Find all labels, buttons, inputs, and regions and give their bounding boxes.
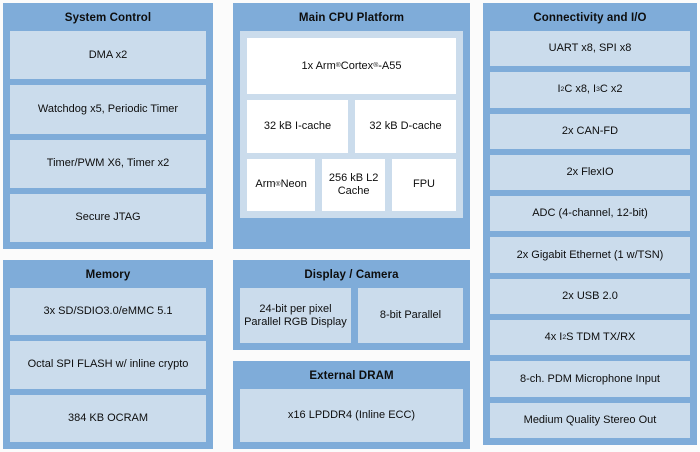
block-gigabit-ethernet: 2x Gigabit Ethernet (1 w/TSN) (490, 237, 690, 273)
block-fpu: FPU (392, 158, 456, 211)
block-can-fd: 2x CAN-FD (490, 113, 690, 149)
cortex-label-middle: Cortex (340, 59, 374, 72)
block-lpddr4: x16 LPDDR4 (Inline ECC) (240, 389, 463, 442)
panel-memory: Memory 3x SD/SDIO3.0/eMMC 5.1 Octal SPI … (3, 260, 213, 449)
block-sd-sdio-emmc: 3x SD/SDIO3.0/eMMC 5.1 (10, 288, 206, 336)
block-octal-spi-flash: Octal SPI FLASH w/ inline crypto (10, 341, 206, 389)
block-8bit-parallel: 8-bit Parallel (357, 288, 463, 343)
cpu-cache-row: 32 kB I-cache 32 kB D-cache (247, 100, 456, 153)
panel-title-system-control: System Control (64, 12, 152, 24)
panel-title-external-dram: External DRAM (309, 370, 394, 382)
spacer-left (3, 249, 213, 260)
block-arm-neon: Arm® Neon (247, 158, 316, 211)
neon-label-prefix: Arm (255, 178, 276, 191)
block-stereo-out: Medium Quality Stereo Out (490, 402, 690, 438)
cortex-label-suffix: -A55 (378, 59, 402, 72)
text-segment: I (557, 83, 561, 96)
cpu-inner-container: 1x Arm® Cortex®-A55 32 kB I-cache 32 kB … (240, 31, 463, 218)
block-usb: 2x USB 2.0 (490, 278, 690, 315)
panel-title-memory: Memory (85, 269, 131, 281)
block-timer-pwm: Timer/PWM X6, Timer x2 (10, 139, 206, 188)
block-ocram: 384 KB OCRAM (10, 394, 206, 442)
block-i-cache: 32 kB I-cache (247, 100, 348, 153)
panel-title-main-cpu-platform: Main CPU Platform (298, 12, 405, 24)
column-middle: Main CPU Platform 1x Arm® Cortex®-A55 32… (233, 3, 470, 449)
text-segment: S TDM TX/RX (566, 331, 636, 344)
block-dma: DMA x2 (10, 31, 206, 80)
spacer-middle-1 (233, 249, 470, 260)
block-adc: ADC (4-channel, 12-bit) (490, 196, 690, 232)
block-flexio: 2x FlexIO (490, 154, 690, 191)
panel-external-dram: External DRAM x16 LPDDR4 (Inline ECC) (233, 361, 470, 449)
cpu-units-row: Arm® Neon 256 kB L2 Cache FPU (247, 158, 456, 211)
cortex-label-prefix: 1x Arm (301, 59, 336, 72)
text-segment: 4x I (544, 331, 563, 344)
block-l2-cache: 256 kB L2 Cache (322, 158, 386, 211)
panel-title-connectivity-io: Connectivity and I/O (533, 12, 647, 24)
panel-system-control: System Control DMA x2 Watchdog x5, Perio… (3, 3, 213, 249)
block-d-cache: 32 kB D-cache (355, 100, 456, 153)
display-camera-items: 24-bit per pixel Parallel RGB Display 8-… (240, 288, 463, 343)
column-left: System Control DMA x2 Watchdog x5, Perio… (3, 3, 213, 449)
panel-display-camera: Display / Camera 24-bit per pixel Parall… (233, 260, 470, 350)
external-dram-items: x16 LPDDR4 (Inline ECC) (240, 389, 463, 442)
spacer-middle-2 (233, 350, 470, 361)
neon-label-suffix: Neon (280, 178, 307, 191)
panel-title-display-camera: Display / Camera (304, 269, 399, 281)
block-secure-jtag: Secure JTAG (10, 193, 206, 242)
system-control-items: DMA x2 Watchdog x5, Periodic Timer Timer… (10, 31, 206, 242)
block-pdm-microphone: 8-ch. PDM Microphone Input (490, 361, 690, 397)
text-segment: C x8, I (564, 83, 597, 96)
block-watchdog-periodic-timer: Watchdog x5, Periodic Timer (10, 85, 206, 134)
memory-items: 3x SD/SDIO3.0/eMMC 5.1 Octal SPI FLASH w… (10, 288, 206, 442)
panel-main-cpu-platform: Main CPU Platform 1x Arm® Cortex®-A55 32… (233, 3, 470, 249)
block-parallel-rgb-display: 24-bit per pixel Parallel RGB Display (240, 288, 351, 343)
text-segment: C x2 (599, 83, 623, 96)
block-cortex-a55: 1x Arm® Cortex®-A55 (247, 38, 456, 95)
block-uart-spi: UART x8, SPI x8 (490, 31, 690, 67)
